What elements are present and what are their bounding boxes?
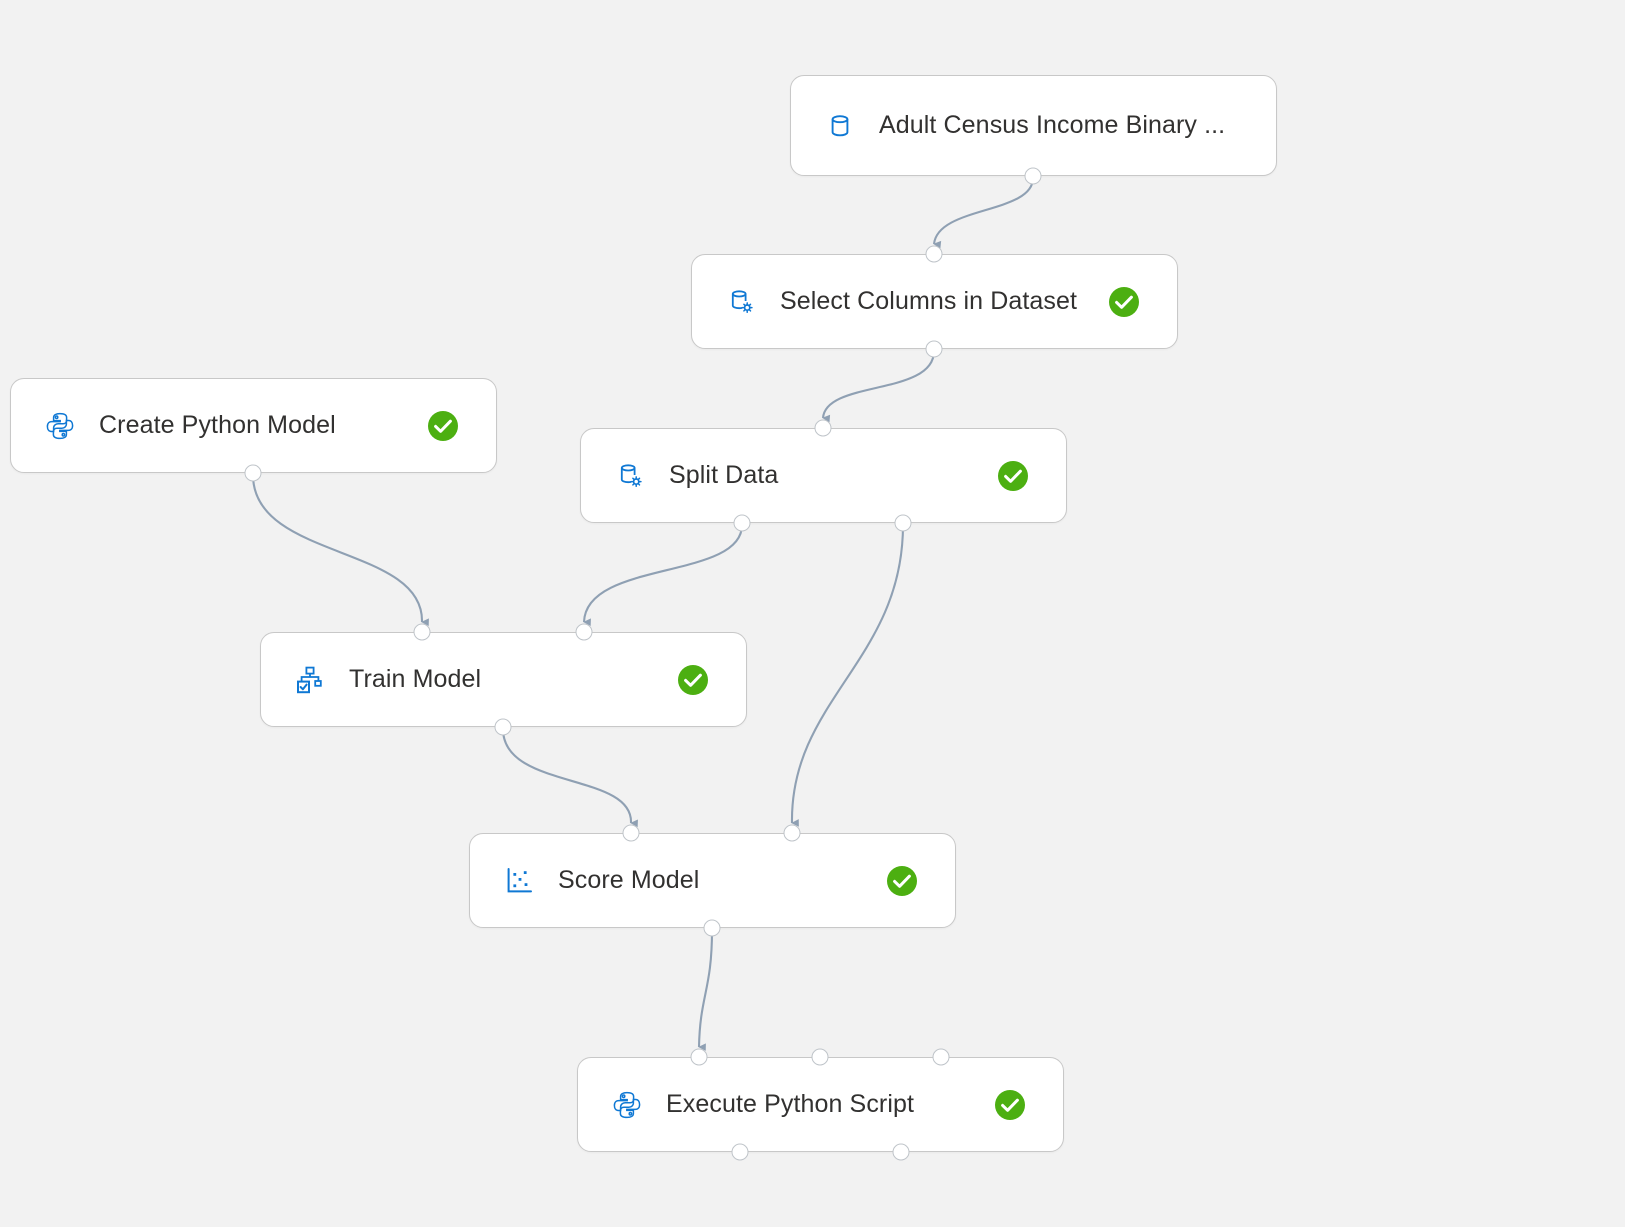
input-port[interactable] [622,824,640,842]
output-port[interactable] [244,464,262,482]
output-port[interactable] [1024,167,1042,185]
status-badge-succeeded [678,664,708,695]
input-port[interactable] [413,623,431,641]
scatter-plot-icon [502,864,536,898]
output-port[interactable] [892,1143,910,1161]
node-create-python-model[interactable]: Create Python Model [10,378,497,473]
node-title: Split Data [669,460,779,489]
node-split-data[interactable]: Split Data [580,428,1067,523]
python-icon [610,1088,644,1122]
node-adult-census-income-binary[interactable]: Adult Census Income Binary ... [790,75,1277,176]
database-settings-icon [613,459,647,493]
edge-split-data-to-train-model[interactable] [582,524,744,627]
node-title: Adult Census Income Binary ... [879,110,1226,139]
edge-dataset-to-select-columns[interactable] [932,177,1035,249]
train-model-icon [293,663,327,697]
input-port[interactable] [783,824,801,842]
node-title: Execute Python Script [666,1089,915,1118]
status-badge-succeeded [887,865,917,896]
input-port[interactable] [932,1048,950,1066]
status-badge-succeeded [998,460,1028,491]
node-title: Select Columns in Dataset [780,286,1078,315]
status-badge-succeeded [995,1089,1025,1120]
node-select-columns-in-dataset[interactable]: Select Columns in Dataset [691,254,1178,349]
edge-score-model-to-execute-python-script[interactable] [697,929,714,1051]
output-port[interactable] [925,340,943,358]
node-train-model[interactable]: Train Model [260,632,747,727]
status-badge-succeeded [428,410,458,441]
status-badge-succeeded [1109,286,1139,317]
node-title: Score Model [558,865,700,894]
database-icon [823,109,857,143]
output-port[interactable] [494,718,512,736]
input-port[interactable] [814,419,832,437]
database-settings-icon [724,285,758,319]
input-port[interactable] [575,623,593,641]
node-execute-python-script[interactable]: Execute Python Script [577,1057,1064,1152]
output-port[interactable] [894,514,912,532]
edge-create-python-model-to-train-model[interactable] [251,474,429,626]
input-port[interactable] [690,1048,708,1066]
node-title: Create Python Model [99,410,336,439]
edge-split-data-to-score-model[interactable] [790,524,905,827]
node-score-model[interactable]: Score Model [469,833,956,928]
output-port[interactable] [733,514,751,532]
edge-train-model-to-score-model[interactable] [501,728,638,828]
input-port[interactable] [925,245,943,263]
output-port[interactable] [731,1143,749,1161]
python-icon [43,409,77,443]
output-port[interactable] [703,919,721,937]
edge-select-columns-to-split-data[interactable] [821,350,936,423]
input-port[interactable] [811,1048,829,1066]
node-title: Train Model [349,664,482,693]
